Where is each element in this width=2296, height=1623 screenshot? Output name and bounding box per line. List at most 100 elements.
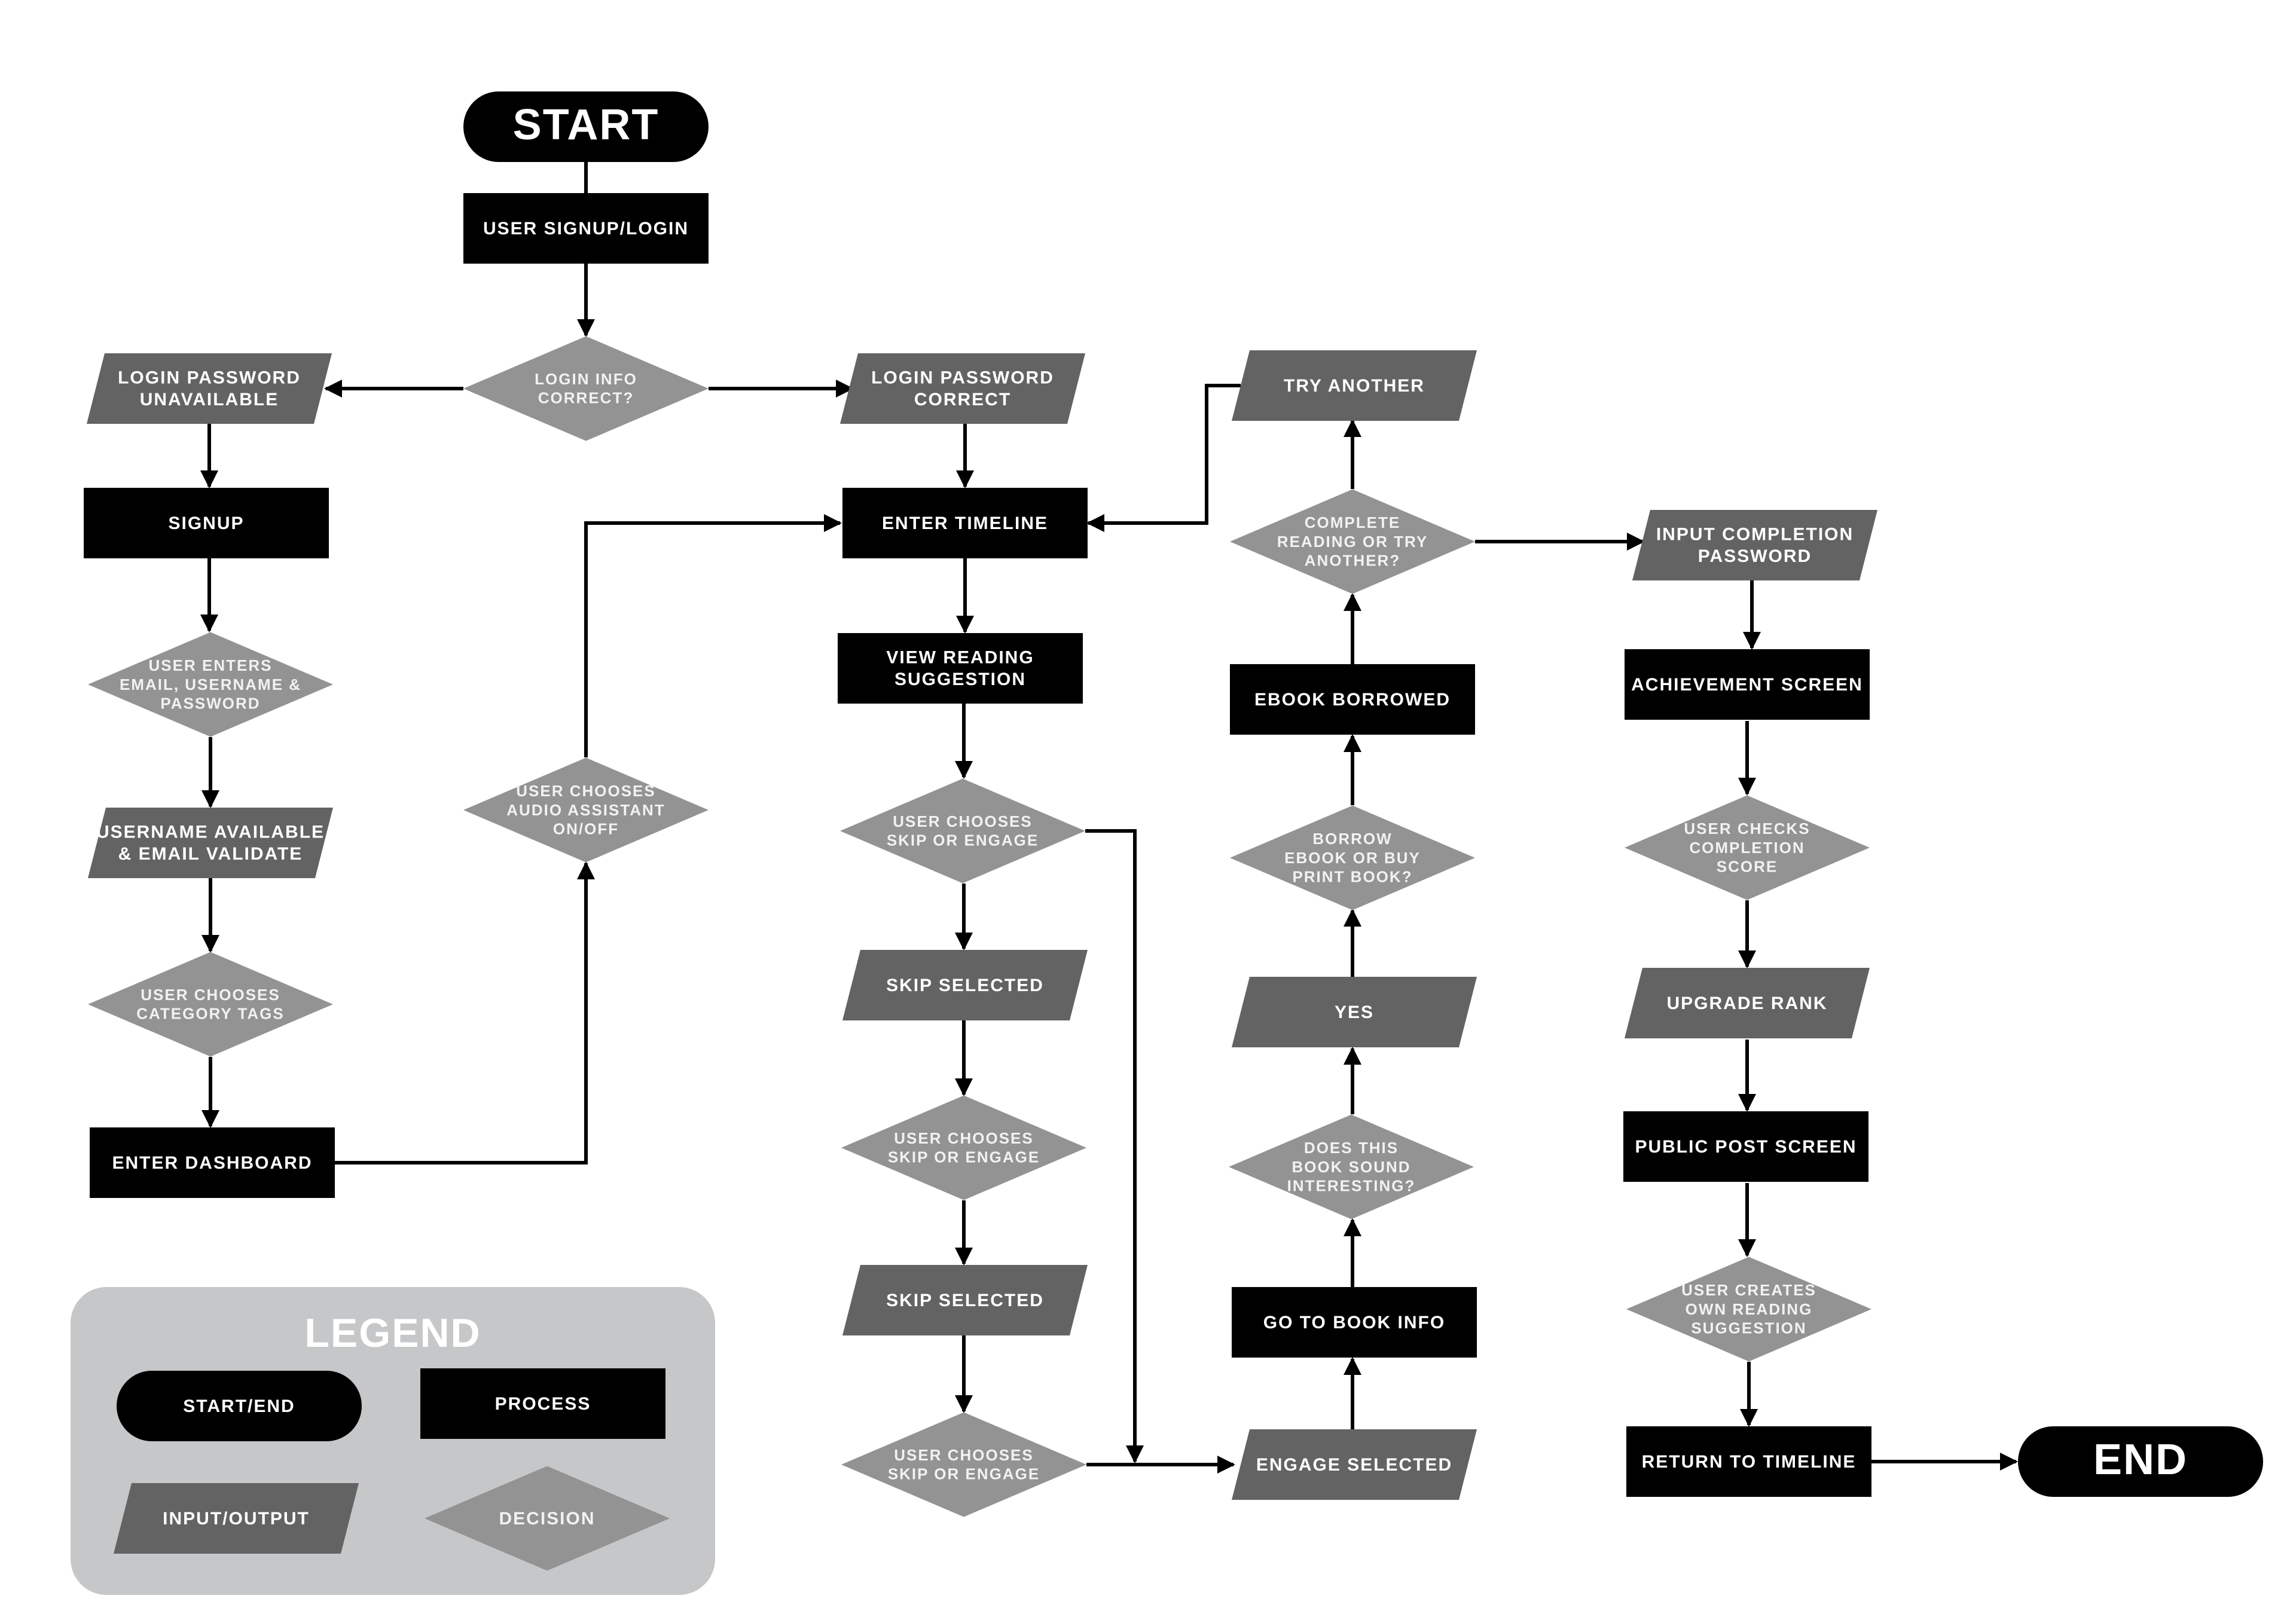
audio-assistant-label: ON/OFF — [553, 820, 619, 838]
yes-label: YES — [1335, 1002, 1374, 1022]
checks-score-label: USER CHECKS — [1684, 820, 1810, 838]
try-another-label: TRY ANOTHER — [1284, 376, 1425, 396]
checks-score-shape — [1625, 795, 1870, 900]
node-try-another: TRY ANOTHER — [1232, 350, 1477, 421]
nodes: START USER SIGNUP/LOGIN LOGIN INFOCORRECT?… — [84, 91, 2263, 1517]
skip-selected-1-shape — [842, 950, 1088, 1020]
borrow-q-label: EBOOK OR BUY — [1284, 849, 1421, 867]
enter-dashboard-shape — [90, 1127, 335, 1198]
enter-timeline-label: ENTER TIMELINE — [882, 514, 1048, 533]
edge-skip1-engage — [1085, 829, 1144, 1463]
pw-unavailable-label: LOGIN PASSWORD — [118, 368, 301, 388]
edge-try-timeline — [1086, 384, 1241, 532]
legend-process: PROCESS — [420, 1368, 665, 1439]
go-book-info-label: GO TO BOOK INFO — [1263, 1313, 1445, 1332]
legend: LEGEND START/END PROCESS INPUT/OUTPUT DECISI… — [71, 1287, 715, 1595]
signup-shape — [84, 488, 329, 558]
pw-unavailable-shape — [87, 353, 332, 424]
node-return-timeline: RETURN TO TIMELINE — [1626, 1426, 1871, 1497]
node-ebook-borrowed: EBOOK BORROWED — [1230, 664, 1475, 735]
node-yes: YES — [1232, 977, 1477, 1047]
node-skip-selected-2: SKIP SELECTED — [842, 1265, 1088, 1335]
skip-engage-1-shape — [840, 778, 1085, 884]
node-username-available: USERNAME AVAILABLE& EMAIL VALIDATE — [88, 808, 333, 878]
skip-engage-3-shape — [841, 1412, 1086, 1517]
node-enter-dashboard: ENTER DASHBOARD — [90, 1127, 335, 1198]
legend-process-label: PROCESS — [495, 1394, 591, 1414]
complete-q-label: COMPLETE — [1305, 514, 1400, 531]
pw-correct-label: CORRECT — [914, 390, 1011, 409]
skip-engage-3-label: SKIP OR ENGAGE — [888, 1465, 1040, 1483]
engage-selected-label: ENGAGE SELECTED — [1256, 1455, 1452, 1475]
node-end: END — [2018, 1426, 2263, 1497]
creates-suggestion-shape — [1626, 1257, 1871, 1362]
end-label: END — [2093, 1436, 2188, 1484]
node-enter-timeline: ENTER TIMELINE — [842, 488, 1088, 558]
skip-engage-1-label: SKIP OR ENGAGE — [887, 832, 1039, 849]
login-correct-q-shape — [463, 336, 709, 441]
skip-engage-2-label: USER CHOOSES — [894, 1129, 1034, 1147]
go-book-info-shape — [1232, 1287, 1477, 1358]
node-start: START — [463, 91, 709, 162]
pw-unavailable-label: UNAVAILABLE — [140, 390, 279, 409]
node-upgrade-rank: UPGRADE RANK — [1625, 968, 1870, 1038]
checks-score-label: SCORE — [1717, 858, 1778, 876]
connectors — [200, 162, 2018, 1474]
enter-timeline-shape — [842, 488, 1088, 558]
sound-interesting-label: INTERESTING? — [1287, 1177, 1416, 1195]
login-correct-q-label: CORRECT? — [538, 389, 634, 407]
legend-input-output-label: INPUT/OUTPUT — [163, 1509, 310, 1529]
complete-q-label: READING OR TRY — [1277, 533, 1428, 551]
complete-q-label: ANOTHER? — [1305, 552, 1400, 570]
node-signup: SIGNUP — [84, 488, 329, 558]
end-shape — [2018, 1426, 2263, 1497]
enters-email-label: PASSWORD — [160, 695, 260, 713]
input-completion-label: PASSWORD — [1698, 546, 1812, 566]
upgrade-rank-label: UPGRADE RANK — [1666, 994, 1827, 1013]
input-completion-label: INPUT COMPLETION — [1656, 525, 1854, 545]
username-available-label: & EMAIL VALIDATE — [118, 844, 303, 864]
skip-engage-2-shape — [841, 1095, 1086, 1200]
start-shape — [463, 91, 709, 162]
legend-decision-label: DECISION — [499, 1509, 595, 1529]
sound-interesting-label: DOES THIS — [1304, 1139, 1399, 1157]
node-skip-engage-1: USER CHOOSES SKIP OR ENGAGE — [840, 778, 1085, 884]
skip-engage-2-label: SKIP OR ENGAGE — [888, 1148, 1040, 1166]
enters-email-label: EMAIL, USERNAME & — [120, 676, 301, 693]
node-skip-selected-1: SKIP SELECTED — [842, 950, 1088, 1020]
node-signup-login: USER SIGNUP/LOGIN — [463, 193, 709, 264]
username-available-shape — [88, 808, 333, 878]
signup-login-label: USER SIGNUP/LOGIN — [483, 219, 689, 239]
sound-interesting-shape — [1229, 1114, 1474, 1219]
skip-engage-1-label: USER CHOOSES — [893, 812, 1033, 830]
audio-assistant-label: AUDIO ASSISTANT — [506, 801, 665, 819]
legend-process-shape — [420, 1368, 665, 1439]
try-another-shape — [1232, 350, 1477, 421]
skip-selected-2-label: SKIP SELECTED — [886, 1291, 1044, 1310]
complete-q-shape — [1230, 489, 1475, 594]
creates-suggestion-label: SUGGESTION — [1691, 1319, 1806, 1337]
legend-start-end-shape — [117, 1371, 362, 1441]
legend-start-end: START/END — [117, 1371, 362, 1441]
skip-selected-2-shape — [842, 1265, 1088, 1335]
signup-label: SIGNUP — [168, 514, 244, 533]
borrow-q-label: BORROW — [1312, 830, 1392, 848]
achievement-label: ACHIEVEMENT SCREEN — [1631, 675, 1863, 695]
public-post-shape — [1623, 1111, 1868, 1182]
input-completion-shape — [1632, 510, 1877, 580]
achievement-shape — [1625, 649, 1870, 720]
return-timeline-label: RETURN TO TIMELINE — [1642, 1452, 1857, 1472]
legend-title: LEGEND — [304, 1310, 481, 1356]
legend-start-end-label: START/END — [183, 1396, 295, 1416]
edge-audio-timeline — [584, 514, 842, 757]
legend-input-output-shape — [114, 1483, 359, 1554]
audio-assistant-shape — [463, 757, 709, 863]
